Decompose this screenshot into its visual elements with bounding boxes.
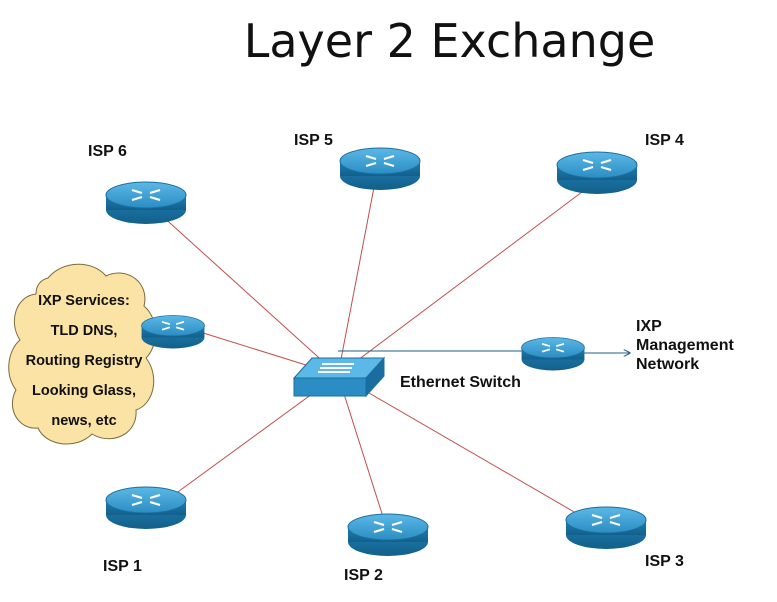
isp4-label: ISP 4: [645, 132, 684, 149]
ethernet-switch-icon: [292, 356, 386, 398]
isp5-label: ISP 5: [294, 132, 333, 149]
mgmt-label-line: IXP: [636, 318, 662, 335]
router-isp2-icon: [347, 513, 429, 556]
services-cloud: [8, 263, 156, 445]
router-isp5-icon: [339, 147, 421, 190]
isp3-label: ISP 3: [645, 553, 684, 570]
link-isp3: [337, 374, 589, 521]
mgmt-label-line: Management: [636, 337, 734, 354]
link-isp1: [159, 374, 339, 506]
service-item: news, etc: [51, 413, 117, 429]
isp1-label: ISP 1: [103, 558, 142, 575]
router-isp6-icon: [105, 181, 187, 224]
service-item: Looking Glass,: [32, 383, 136, 399]
switch-label: Ethernet Switch: [400, 374, 521, 391]
router-isp1-icon: [105, 486, 187, 529]
mgmt-network-label: IXP Management Network: [636, 317, 734, 374]
link-isp5: [337, 181, 376, 376]
router-isp3-icon: [565, 506, 647, 549]
service-item: IXP Services:: [38, 293, 130, 309]
diagram-title: Layer 2 Exchange: [243, 14, 656, 68]
mgmt-label-line: Network: [636, 356, 700, 373]
isp6-label: ISP 6: [88, 143, 127, 160]
services-list: IXP Services: TLD DNS, Routing Registry …: [14, 286, 154, 436]
service-item: Routing Registry: [25, 353, 143, 369]
link-isp4: [337, 191, 583, 376]
router-services-icon: [141, 315, 205, 349]
link-isp6: [159, 213, 339, 376]
service-item: TLD DNS,: [50, 323, 118, 339]
isp2-label: ISP 2: [344, 567, 383, 584]
link-isp2: [337, 374, 385, 521]
router-isp4-icon: [556, 151, 638, 194]
router-mgmt-icon: [521, 337, 585, 371]
